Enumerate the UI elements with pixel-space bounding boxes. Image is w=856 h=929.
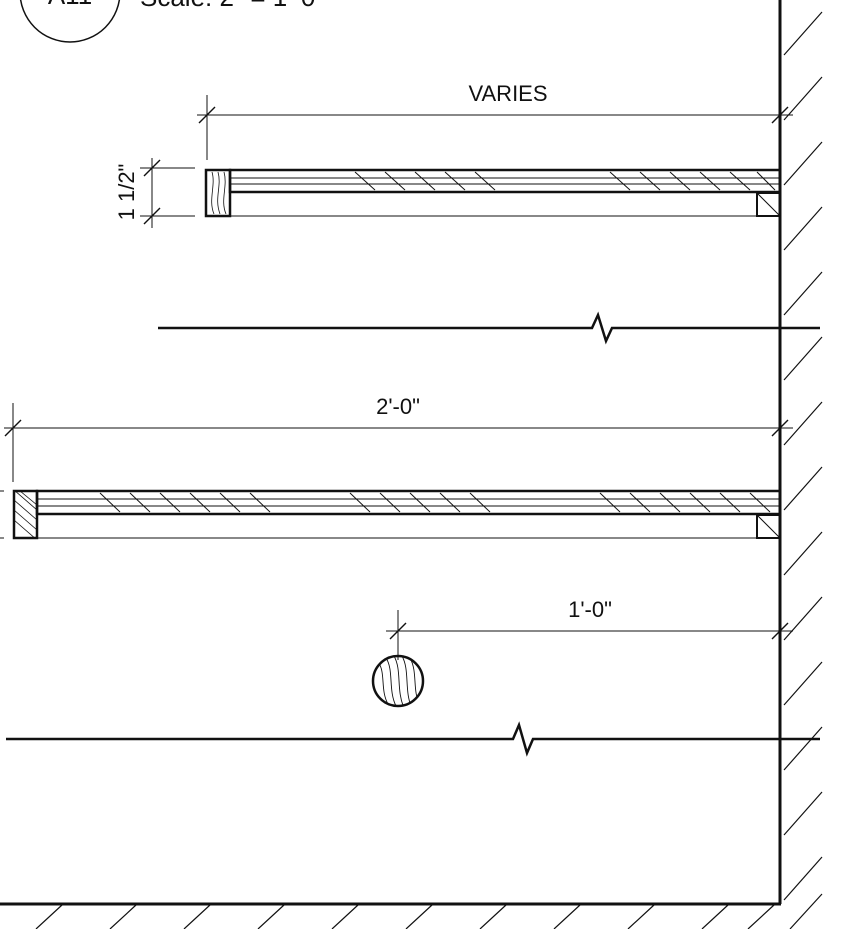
dim-varies-label: VARIES [468,81,547,106]
dim-2ft [4,403,793,482]
detail-tag-circle [19,0,121,43]
wall [0,0,823,929]
floor-hatch [35,904,775,929]
dim-varies [197,95,793,160]
closet-rod: 1'-0" [371,597,793,708]
dim-1ft [386,610,793,660]
wall-hatch [783,11,823,929]
upper-shelf: VARIES [114,81,793,228]
dim-thickness [140,158,195,228]
title-block: A11 Scale: 2" = 1'-0" [19,0,325,43]
break-line-lower [6,721,820,757]
scale-label: Scale: 2" = 1'-0" [140,0,325,12]
dim-1ft-label: 1'-0" [568,597,612,622]
break-line-upper [158,311,820,345]
dim-2ft-label: 2'-0" [376,394,420,419]
detail-tag: A11 [48,0,92,10]
dim-thickness-label: 1 1/2" [114,164,139,221]
lower-shelf: 2'-0" [0,394,793,540]
